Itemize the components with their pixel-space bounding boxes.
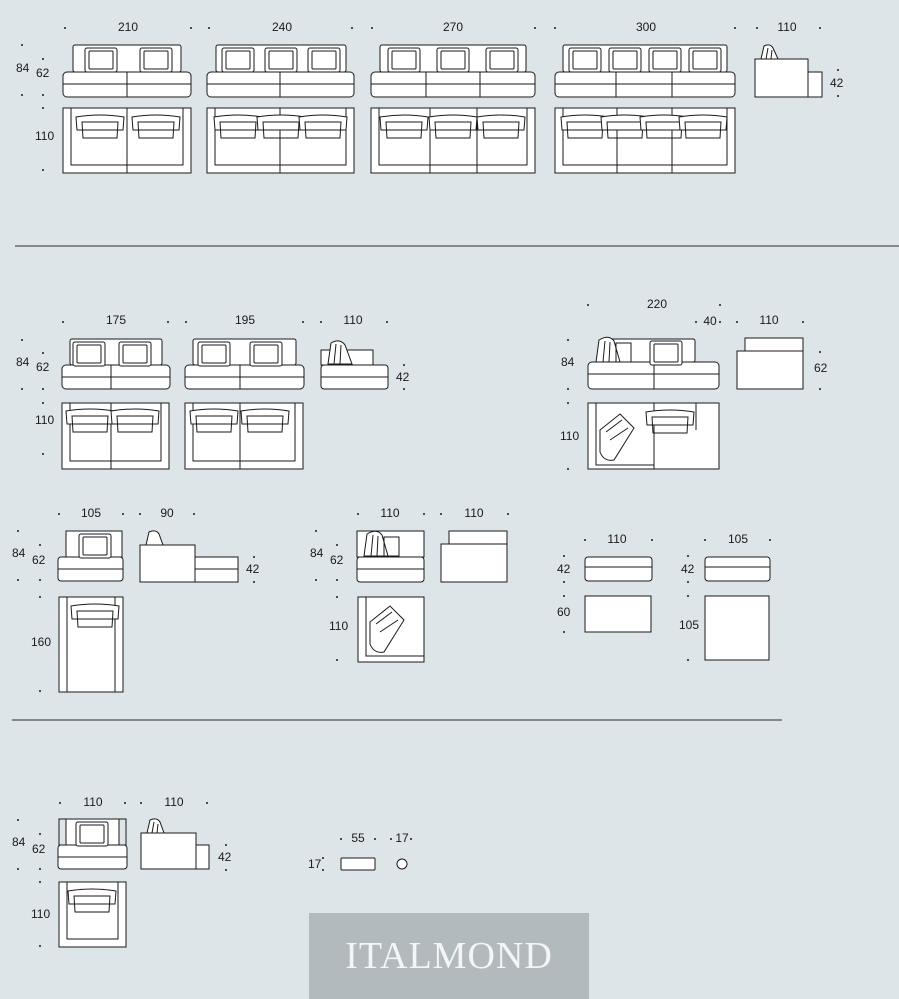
dimension-dots	[21, 27, 839, 171]
depth-label: 60	[557, 605, 571, 619]
width-label: 270	[443, 20, 463, 34]
width-label: 110	[83, 795, 102, 809]
width-label: 195	[235, 313, 255, 327]
section-modular-elements: 175 195 110 84 62 42 110 220 40 110 84 6…	[16, 297, 828, 470]
brand-logo-text: ITALMOND	[345, 935, 553, 977]
sofa-210-top-view	[62, 107, 192, 174]
seat-height-label: 42	[246, 562, 260, 576]
ottoman-105x105-front-view	[704, 556, 771, 582]
sofa-210-front-view	[62, 44, 192, 98]
dimension-labels: 110 110 84 62 42 110 55 17 17	[12, 795, 409, 921]
width-label: 17	[395, 831, 409, 845]
seat-height-label: 42	[218, 850, 232, 864]
seat-height-label: 62	[330, 553, 344, 567]
corner-sofa-220-front-view	[587, 336, 720, 390]
sofa-240-top-view	[206, 107, 355, 174]
depth-label: 110	[31, 907, 50, 921]
seat-height-label: 62	[814, 361, 828, 375]
depth-label: 110	[560, 429, 579, 443]
corner-chair-front-view	[356, 530, 425, 583]
seat-height-label: 62	[32, 553, 46, 567]
height-label: 84	[12, 546, 26, 560]
width-label: 55	[351, 831, 365, 845]
corner-sofa-220-top-view	[587, 402, 720, 470]
width-label: 105	[728, 532, 748, 546]
width-label: 110	[759, 313, 778, 327]
width-label: 105	[81, 506, 101, 520]
depth-label: 105	[679, 618, 699, 632]
sofa-240-front-view	[206, 44, 355, 98]
height-label: 84	[310, 546, 324, 560]
width-label: 110	[777, 20, 796, 34]
seat-height-label: 62	[36, 66, 50, 80]
dimension-dots	[17, 513, 771, 692]
seat-height-label: 42	[396, 370, 410, 384]
cushion-55x17	[340, 857, 376, 871]
armchair-top-view	[58, 881, 127, 948]
width-label: 240	[272, 20, 292, 34]
chaise-front-view	[57, 530, 124, 582]
width-label: 220	[647, 297, 667, 311]
chaise-side-view	[139, 530, 239, 583]
dimension-dots	[17, 802, 412, 947]
width-label: 90	[160, 506, 174, 520]
sofa-175-front-view	[61, 338, 171, 390]
corner-chair-side-view	[440, 530, 508, 583]
width-label: 40	[703, 314, 717, 328]
height-label: 84	[561, 355, 575, 369]
corner-element-front-view	[320, 340, 389, 390]
sofa-300-front-view	[554, 44, 736, 98]
width-label: 300	[636, 20, 656, 34]
height-label: 84	[16, 355, 30, 369]
sofa-270-top-view	[370, 107, 536, 174]
dimension-dots	[21, 304, 821, 470]
depth-label: 110	[35, 413, 54, 427]
sofa-300-top-view	[554, 107, 736, 174]
width-label: 110	[164, 795, 183, 809]
width-label: 110	[343, 313, 362, 327]
dimension-labels: 210 240 270 300 110 84 62 42 110	[16, 20, 844, 143]
depth-label: 110	[329, 619, 348, 633]
chaise-top-view	[58, 596, 124, 693]
seat-height-label: 62	[36, 360, 50, 374]
width-label: 110	[464, 506, 483, 520]
sofa-270-front-view	[370, 44, 536, 98]
width-label: 110	[607, 532, 626, 546]
armchair-side-view	[140, 818, 210, 870]
dimension-labels: 175 195 110 84 62 42 110 220 40 110 84 6…	[16, 297, 828, 443]
seat-height-label: 42	[830, 76, 844, 90]
ottoman-110x60-top-view	[584, 595, 652, 633]
brand-logo: ITALMOND	[309, 913, 589, 999]
height-label: 17	[308, 857, 322, 871]
height-label: 84	[12, 835, 26, 849]
section-sofa-range: 210 240 270 300 110 84 62 42 110	[16, 20, 844, 174]
corner-sofa-side-view	[736, 337, 804, 390]
armchair-front-view	[57, 818, 128, 870]
sofa-side-view	[754, 44, 823, 98]
seat-height-label: 62	[32, 842, 46, 856]
width-label: 110	[380, 506, 399, 520]
seat-height-label: 42	[557, 562, 571, 576]
bolster-17	[396, 858, 408, 870]
depth-label: 110	[35, 129, 54, 143]
ottoman-110x60-front-view	[584, 556, 653, 582]
width-label: 210	[118, 20, 138, 34]
depth-label: 160	[31, 635, 51, 649]
seat-height-label: 42	[681, 562, 695, 576]
height-label: 84	[16, 61, 30, 75]
ottoman-105x105-top-view	[704, 595, 770, 661]
section-chaise-and-ottoman: 105 90 84 62 42 160 110 110 84 62 110 11…	[12, 506, 771, 693]
section-armchair-and-accessories: 110 110 84 62 42 110 55 17 17	[12, 795, 412, 948]
dimension-labels: 105 90 84 62 42 160 110 110 84 62 110 11…	[12, 506, 748, 649]
width-label: 175	[106, 313, 126, 327]
sofa-175-top-view	[61, 402, 170, 470]
corner-chair-top-view	[357, 596, 425, 663]
sofa-195-front-view	[184, 338, 305, 390]
sofa-195-top-view	[184, 402, 304, 470]
